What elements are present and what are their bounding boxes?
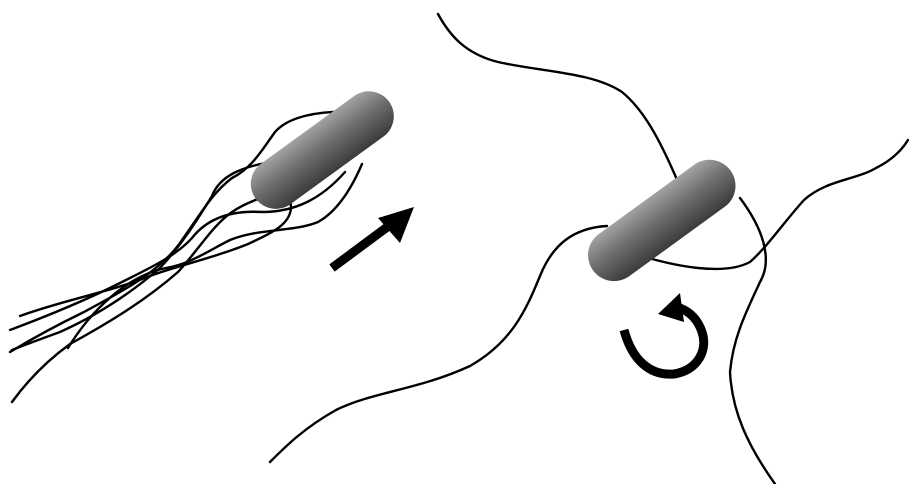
arrow-head [658, 293, 684, 322]
bacterium-cell-body [241, 81, 404, 218]
bacterium-cell-body [578, 149, 746, 291]
flagellum [270, 226, 607, 462]
flagellum [12, 162, 270, 350]
tumble-scene [270, 14, 908, 484]
flagellum [438, 14, 678, 182]
flagellum [12, 182, 310, 402]
arrow-shaft [332, 222, 394, 268]
straight-arrow-icon [332, 207, 414, 268]
run-scene [10, 81, 414, 402]
rotation-arrow-arc [624, 308, 704, 374]
curved-rotation-arrow-icon [624, 293, 704, 374]
